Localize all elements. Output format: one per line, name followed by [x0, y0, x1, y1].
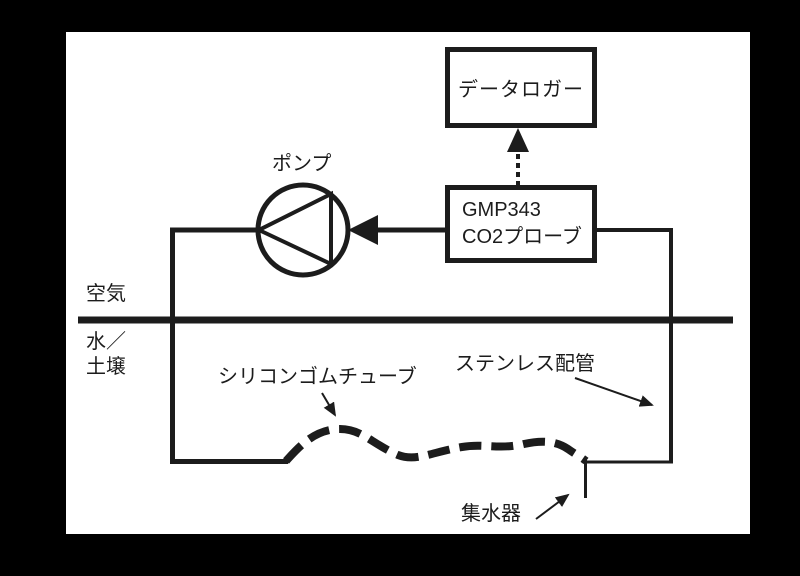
stainless-label-arrow — [574, 377, 654, 407]
collector-label-arrow — [535, 493, 570, 520]
silicone-tube-label: シリコンゴムチューブ — [218, 366, 417, 388]
pump-symbol-triangle — [254, 190, 333, 268]
pump-label: ポンプ — [272, 153, 332, 175]
probe-label-line1: GMP343 — [462, 199, 541, 221]
probe-label-line2: CO2プローブ — [462, 226, 582, 248]
pipe-left-loop — [170, 227, 288, 464]
signal-arrowhead-icon — [507, 128, 529, 152]
air-zone-label: 空気 — [86, 283, 126, 305]
pump-symbol-circle — [255, 182, 351, 278]
water-collector-label: 集水器 — [461, 503, 521, 525]
water-soil-zone-label: 水／ 土壌 — [86, 331, 126, 378]
datalogger-node: データロガー — [445, 47, 597, 128]
silicone-label-arrow — [321, 392, 337, 417]
co2-probe-node: GMP343 CO2プローブ — [445, 185, 597, 263]
silicone-tube-symbol — [283, 424, 589, 465]
datalogger-label: データロガー — [458, 79, 584, 101]
flow-arrowhead-icon — [348, 215, 378, 245]
diagram-panel — [66, 32, 750, 534]
stainless-pipe-label: ステンレス配管 — [455, 353, 595, 375]
pipe-stainless — [595, 228, 673, 462]
